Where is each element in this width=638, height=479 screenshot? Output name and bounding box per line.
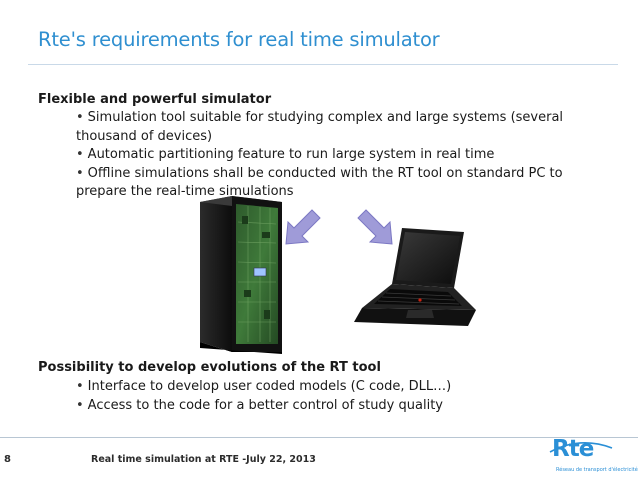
bullet-text: Offline simulations shall be conducted w…: [76, 165, 563, 200]
bullet-text: Access to the code for a better control …: [87, 397, 443, 413]
logo-wordmark: Rte: [552, 436, 594, 462]
logo-swoosh-icon: [549, 442, 613, 453]
bullet-glyph: •: [76, 397, 84, 413]
section-heading-flexible: Flexible and powerful simulator: [38, 92, 272, 107]
footer-caption: Real time simulation at RTE -July 22, 20…: [91, 454, 316, 465]
bullet-list-evolutions: •Interface to develop user coded models …: [76, 378, 596, 415]
title-divider: [28, 64, 618, 65]
bullet-glyph: •: [76, 110, 84, 125]
laptop-icon: [354, 228, 476, 326]
page-number: 8: [4, 454, 11, 465]
bullet-text: Simulation tool suitable for studying co…: [76, 110, 564, 144]
arrow-down-right-icon: [357, 209, 393, 245]
bullet-glyph: •: [76, 147, 84, 162]
rack-server-icon: [200, 196, 282, 354]
footer-divider: [0, 437, 638, 438]
rte-logo: Rte Réseau de transport d'électricité: [540, 436, 638, 476]
list-item: •Simulation tool suitable for studying c…: [76, 109, 586, 146]
section-heading-evolutions: Possibility to develop evolutions of the…: [38, 360, 381, 375]
bullet-glyph: •: [76, 165, 84, 181]
list-item: •Access to the code for a better control…: [76, 397, 596, 416]
list-item: •Automatic partitioning feature to run l…: [76, 146, 586, 165]
bullet-text: Automatic partitioning feature to run la…: [87, 147, 495, 162]
bullet-glyph: •: [76, 379, 84, 394]
logo-subtitle: Réseau de transport d'électricité: [556, 467, 638, 473]
page-title: Rte's requirements for real time simulat…: [38, 28, 440, 51]
list-item: •Offline simulations shall be conducted …: [76, 165, 586, 202]
arrow-down-left-icon: [285, 209, 321, 245]
bullet-list-flexible: •Simulation tool suitable for studying c…: [76, 109, 586, 202]
list-item: •Interface to develop user coded models …: [76, 378, 596, 397]
bullet-text: Interface to develop user coded models (…: [87, 379, 452, 394]
